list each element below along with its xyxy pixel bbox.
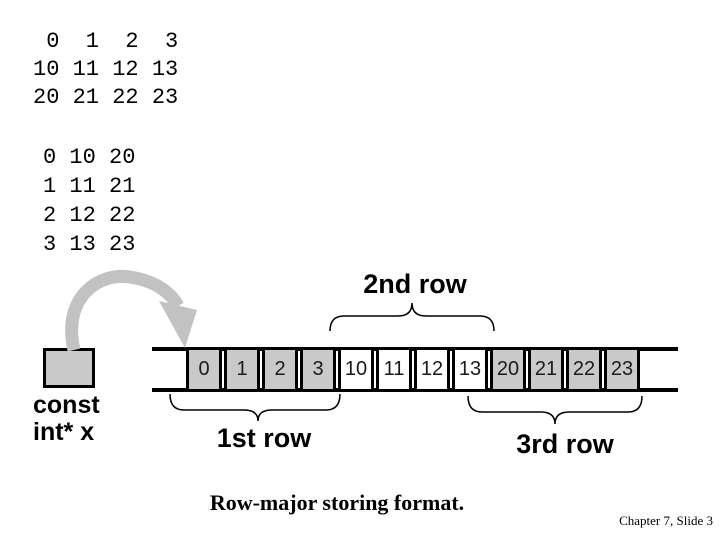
memory-cell-13: 13 — [452, 347, 488, 392]
matrix-line: 0 10 20 — [43, 145, 136, 170]
row-label-3rd: 3rd row — [516, 429, 614, 459]
memory-cell-3: 3 — [300, 347, 336, 392]
matrix-2d: 0 1 2 3 10 11 12 13 20 21 22 23 — [33, 28, 178, 112]
brace-1st-row-icon — [169, 393, 341, 422]
brace-3rd-row-icon — [467, 395, 643, 425]
memory-cell-0: 0 — [186, 347, 222, 392]
matrix-line: 3 13 23 — [43, 232, 136, 257]
matrix-line: 0 1 2 3 — [33, 29, 179, 54]
memory-cell-1: 1 — [224, 347, 260, 392]
matrix-line: 10 11 12 13 — [33, 57, 179, 82]
memory-cell-23: 23 — [604, 347, 640, 392]
memory-cell-10: 10 — [338, 347, 374, 392]
row-label-2nd: 2nd row — [363, 269, 467, 299]
slide-footer: Chapter 7, Slide 3 — [619, 513, 713, 528]
matrix-line: 1 11 21 — [43, 174, 136, 199]
slide-caption: Row-major storing format. — [209, 490, 465, 515]
pointer-label-line2: int* x — [33, 418, 95, 446]
pointer-label-line1: const — [33, 391, 100, 419]
memory-cell-21: 21 — [528, 347, 564, 392]
matrix-line: 20 21 22 23 — [33, 85, 179, 110]
matrix-line: 2 12 22 — [43, 203, 136, 228]
brace-2nd-row-icon — [329, 302, 495, 332]
memory-cell-22: 22 — [566, 347, 602, 392]
row-label-1st: 1st row — [216, 423, 312, 453]
pointer-arrow-shaft — [65, 269, 184, 352]
pointer-box — [43, 348, 95, 388]
pointer-label: const int* x — [33, 392, 100, 446]
pointer-arrow-head — [159, 301, 197, 348]
memory-cell-2: 2 — [262, 347, 298, 392]
matrix-transposed: 0 10 20 1 11 21 2 12 22 3 13 23 — [43, 143, 135, 259]
memory-cell-11: 11 — [376, 347, 412, 392]
memory-cell-20: 20 — [490, 347, 526, 392]
memory-cell-12: 12 — [414, 347, 450, 392]
